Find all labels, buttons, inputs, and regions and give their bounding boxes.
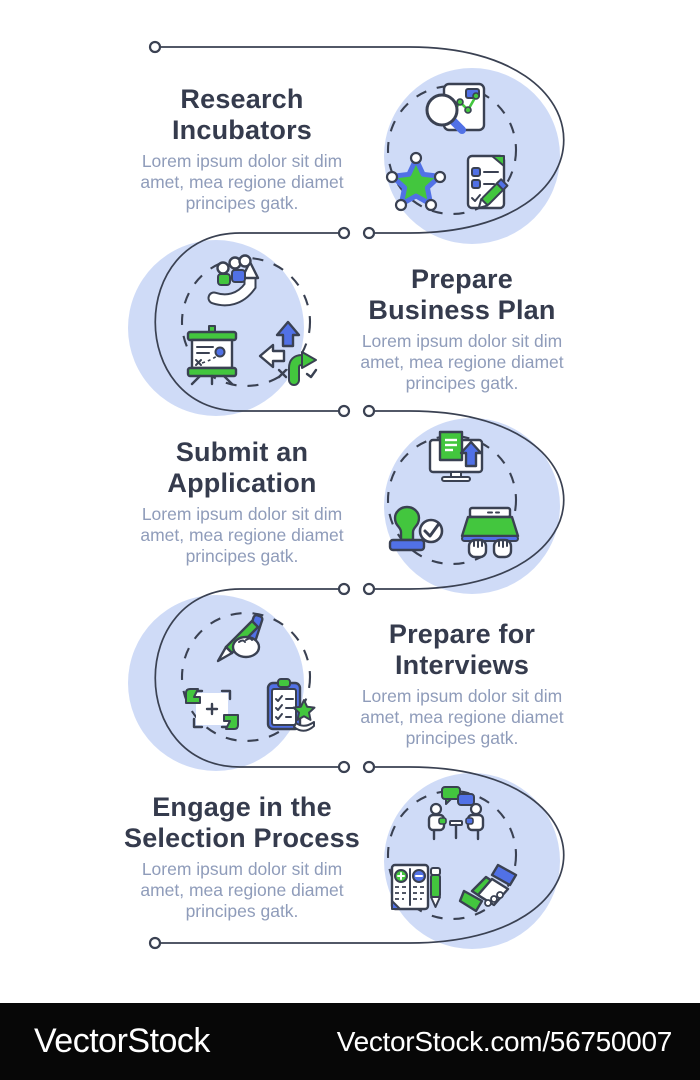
desc-line: principes gatk. (185, 901, 299, 921)
rating-clipboard-icon (266, 678, 316, 732)
connector-dot (337, 404, 351, 418)
desc-line: Lorem ipsum dolor sit dim (361, 331, 563, 351)
step-2-graphic (186, 254, 318, 386)
infographic-canvas (128, 40, 565, 950)
checklist-edit-icon (466, 154, 509, 210)
title-line: Application (167, 468, 317, 498)
connector-lines (148, 40, 565, 950)
desc-line: Lorem ipsum dolor sit dim (141, 504, 343, 524)
laptop-typing-icon (460, 506, 520, 559)
connector-path-3 (374, 410, 565, 590)
desc-line: Lorem ipsum dolor sit dim (141, 151, 343, 171)
step-1-graphic (385, 82, 509, 212)
connector-dot (362, 582, 376, 596)
desc-line: principes gatk. (405, 373, 519, 393)
title-line: Selection Process (123, 823, 360, 853)
desc-line: amet, mea regione diamet (140, 525, 344, 545)
connector-dot (337, 582, 351, 596)
handshake-icon (458, 863, 518, 913)
watermark-bar: VectorStock VectorStock.com/56750007 (0, 1003, 700, 1080)
connector-dot (362, 760, 376, 774)
presentation-board-icon (186, 325, 238, 386)
desc-line: amet, mea regione diamet (360, 707, 564, 727)
search-analytics-icon (425, 82, 486, 134)
title-line: Business Plan (368, 295, 556, 325)
upload-monitor-icon (428, 430, 484, 482)
vectorstock-logo: VectorStock (34, 1022, 210, 1060)
step-5-graphic (390, 786, 518, 913)
interview-chat-icon (427, 786, 485, 841)
direction-arrows-icon (258, 320, 318, 386)
title-line: Incubators (171, 115, 313, 145)
connector-dot (337, 760, 351, 774)
connector-path-2 (154, 232, 339, 412)
desc-line: Lorem ipsum dolor sit dim (141, 859, 343, 879)
desc-line: principes gatk. (185, 193, 299, 213)
connector-dot (362, 404, 376, 418)
title-line: Engage in the (152, 792, 332, 822)
step-3-graphic (388, 430, 520, 559)
desc-line: amet, mea regione diamet (140, 172, 344, 192)
team-growth-icon (207, 254, 260, 307)
connector-dot (148, 40, 162, 54)
connector-dot (337, 226, 351, 240)
title-line: Prepare for (388, 619, 536, 649)
desc-line: amet, mea regione diamet (360, 352, 564, 372)
approval-stamp-icon (388, 505, 444, 552)
pros-cons-icon (390, 863, 441, 911)
connector-path-5 (160, 766, 565, 944)
desc-line: Lorem ipsum dolor sit dim (361, 686, 563, 706)
gear-star-icon (385, 151, 447, 212)
connector-path-1 (160, 46, 565, 234)
dashed-rings (180, 84, 518, 921)
title-line: Prepare (411, 264, 513, 294)
desc-line: amet, mea regione diamet (140, 880, 344, 900)
connector-path-4 (154, 588, 339, 768)
connector-dot (362, 226, 376, 240)
desc-line: principes gatk. (405, 728, 519, 748)
title-line: Research (180, 84, 304, 114)
title-line: Interviews (394, 650, 530, 680)
step-4-graphic (185, 614, 316, 732)
desc-line: principes gatk. (185, 546, 299, 566)
watermark-url: VectorStock.com/56750007 (336, 1025, 673, 1057)
focus-frame-icon (185, 688, 239, 730)
writing-hand-icon (216, 614, 264, 663)
connector-dot (148, 936, 162, 950)
title-line: Submit an (175, 437, 309, 467)
